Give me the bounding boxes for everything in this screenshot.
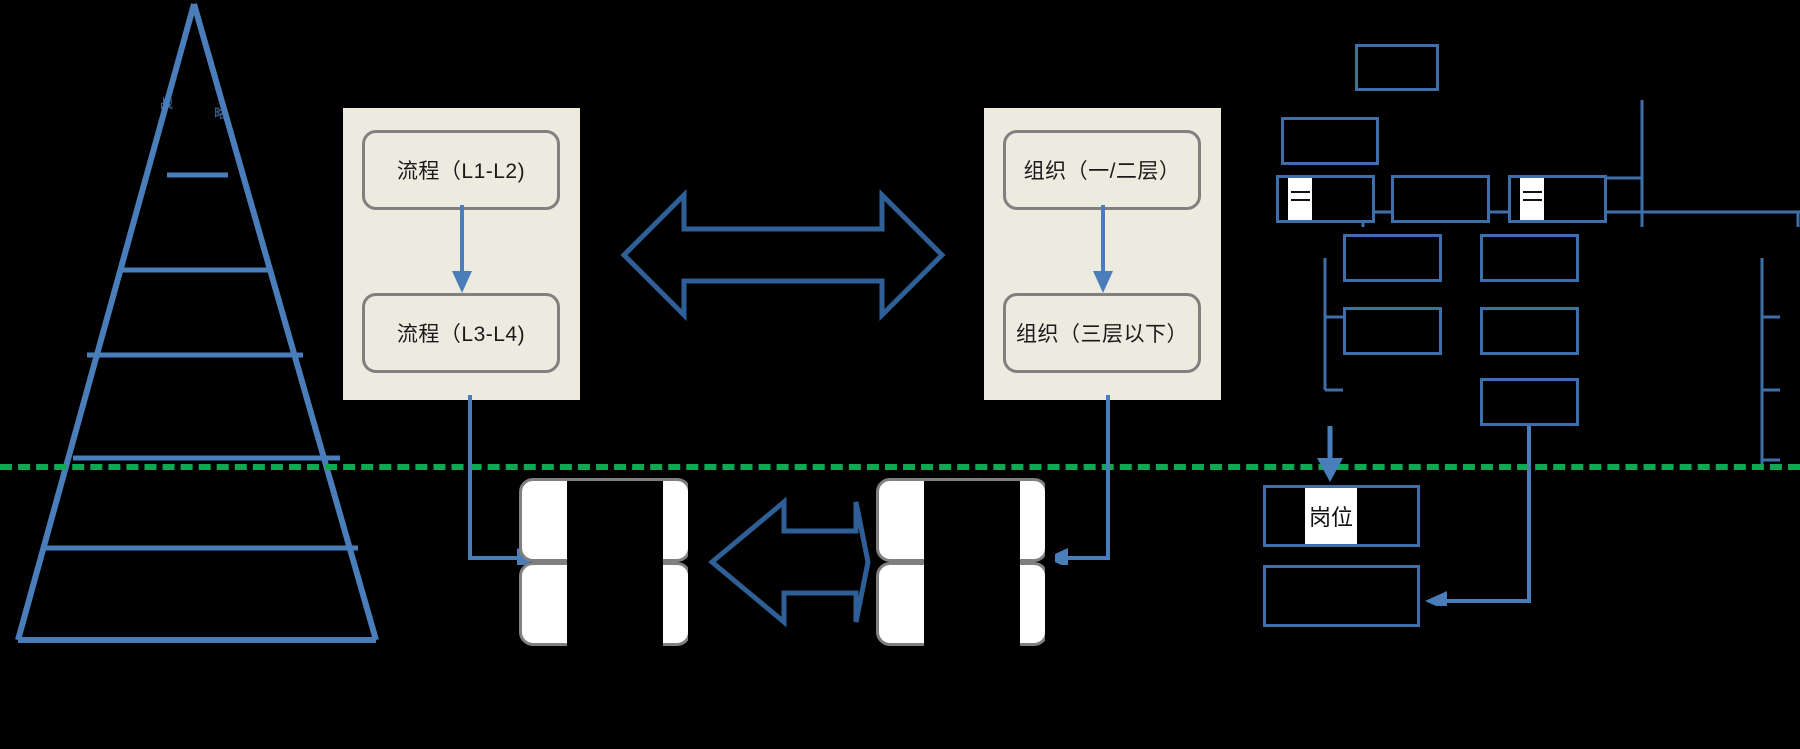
org-node-l3-c3[interactable] (1480, 378, 1579, 426)
org-box-tier12-label: 组织（一/二层） (1023, 160, 1181, 183)
process-box-l3l4[interactable]: 流程（L3-L4) (362, 293, 560, 373)
capability-pyramid: 战 略 (15, 3, 379, 643)
occlusion-mark-l2c (1523, 191, 1542, 201)
position-node-secondary[interactable] (1263, 565, 1420, 627)
pyramid-apex-label-1: 战 (160, 96, 173, 111)
position-link-double-arrow (708, 496, 871, 628)
org-box-tier3plus-label: 组织（三层以下） (1016, 323, 1188, 346)
boundary-divider (0, 464, 1800, 470)
org-to-position-connector (1046, 395, 1110, 565)
process-org-double-arrow (620, 188, 946, 322)
occlusion-position-node: 岗位 (1305, 488, 1357, 544)
process-internal-arrow (452, 205, 472, 293)
process-box-l1l2[interactable]: 流程（L1-L2) (362, 130, 560, 210)
org-node-l3-a1[interactable] (1343, 234, 1442, 282)
org-node-to-position-arrow (1317, 426, 1343, 482)
org-node-l3-c1[interactable] (1480, 234, 1579, 282)
process-box-l3l4-label: 流程（L3-L4) (396, 323, 526, 346)
org-node-root[interactable] (1355, 44, 1439, 91)
process-box-l1l2-label: 流程（L1-L2) (396, 160, 526, 183)
org-node-l3-a2[interactable] (1343, 307, 1442, 355)
org-node-staff[interactable] (1281, 117, 1379, 165)
occlusion-left-group-right (688, 481, 698, 646)
pyramid-apex-label-2: 略 (214, 106, 227, 121)
position-node-label: 岗位 (1308, 505, 1353, 530)
org-node-l3-c2[interactable] (1480, 307, 1579, 355)
org-box-tier3plus[interactable]: 组织（三层以下） (1003, 293, 1201, 373)
occlusion-right-group-mid (924, 481, 1020, 646)
occlusion-left-group-mid (567, 481, 663, 646)
org-node-l2-b[interactable] (1391, 175, 1490, 223)
org-box-tier12[interactable]: 组织（一/二层） (1003, 130, 1201, 210)
occlusion-mark-l2a (1291, 191, 1310, 201)
org-branch-to-bottom-arrow (1425, 426, 1531, 606)
org-internal-arrow (1093, 205, 1113, 293)
occlusion-right-group-right (1045, 481, 1055, 646)
